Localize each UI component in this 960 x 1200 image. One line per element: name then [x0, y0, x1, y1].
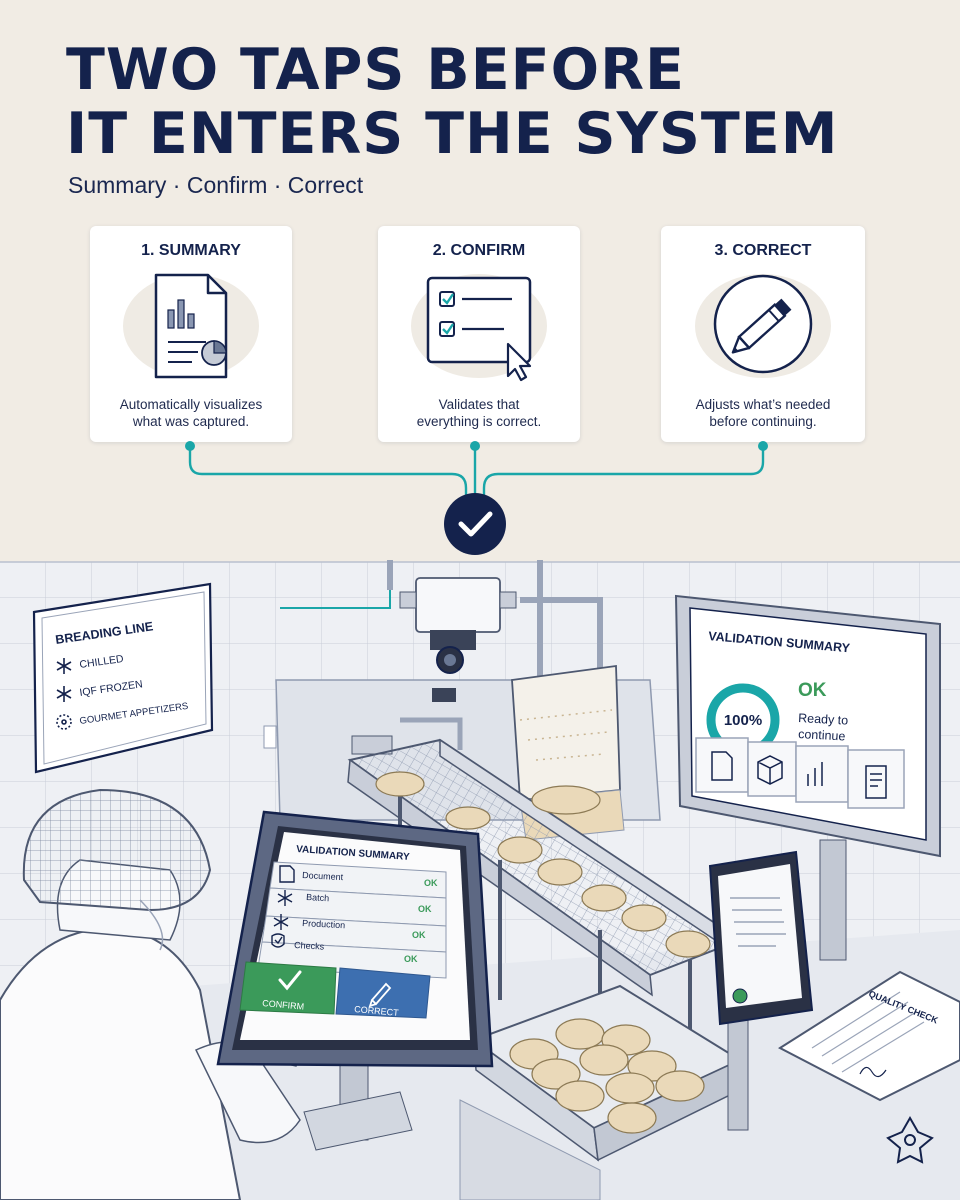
snowflake-icon: [56, 686, 72, 702]
clipboard-title: QUALITY CHECK: [867, 989, 940, 1026]
correct-button[interactable]: CORRECT: [354, 1004, 400, 1018]
connector-dot: [758, 441, 768, 451]
desc-line: before continuing.: [709, 414, 817, 429]
connector-dot: [185, 441, 195, 451]
mobile-scanner: [708, 850, 814, 1131]
breaded-items: [375, 771, 711, 958]
tablet-row-label: Document: [302, 870, 344, 882]
snowflake-icon: [277, 890, 293, 906]
sign-item: CHILLED: [79, 653, 125, 671]
monitor-status-line: Ready to: [798, 711, 849, 728]
report-chart-icon: [123, 273, 259, 379]
pencil-icon: [695, 274, 831, 378]
pencil-icon: [368, 982, 392, 1008]
step-card-summary: 1. SUMMARY Automatically visualizes what…: [90, 226, 292, 442]
checkmark-badge-icon: [444, 493, 506, 555]
sign-item: GOURMET APPETIZERS: [79, 701, 189, 727]
worker-figure: [0, 788, 313, 1200]
desc-line: Adjusts what’s needed: [695, 397, 831, 412]
scene-labels: BREADING LINE CHILLED IQF FROZEN GOURMET…: [54, 619, 940, 1026]
tablet-row-label: Production: [302, 918, 345, 930]
tablet-row-status: OK: [418, 904, 432, 914]
step-card-confirm: 2. CONFIRM Validates that everything is …: [378, 226, 580, 442]
monitor-percent: 100%: [724, 712, 762, 729]
monitor-status: OK: [798, 680, 827, 701]
brand-logo-icon: [886, 1115, 934, 1164]
desc-line: everything is correct.: [416, 414, 542, 429]
product-tray: [471, 984, 743, 1162]
monitor-status-line: continue: [798, 727, 846, 743]
connector-lines: [188, 446, 765, 498]
step-title: 3. CORRECT: [714, 242, 812, 259]
title-line-1: TWO TAPS BEFORE: [66, 37, 685, 103]
step-title: 1. SUMMARY: [141, 242, 241, 259]
tablet-row-status: OK: [404, 954, 418, 964]
camera-icon: [399, 577, 517, 674]
production-line-scene: [0, 560, 960, 1200]
snowflake-icon: [273, 914, 289, 930]
shield-check-icon: [271, 933, 285, 948]
tablet-title: VALIDATION SUMMARY: [296, 844, 411, 863]
box-icon: [757, 755, 783, 785]
gear-dots-icon: [56, 714, 72, 730]
sign-title: BREADING LINE: [54, 619, 154, 647]
desc-line: Automatically visualizes: [119, 397, 263, 412]
step-description: Automatically visualizes what was captur…: [100, 396, 282, 430]
checklist-cursor-icon: [411, 274, 547, 382]
page-title: TWO TAPS BEFORE IT ENTERS THE SYSTEM: [66, 38, 838, 166]
title-line-2: IT ENTERS THE SYSTEM: [66, 101, 839, 167]
step-card-correct: 3. CORRECT Adjusts what’s needed before …: [661, 226, 865, 442]
list-icon: [865, 765, 887, 799]
breading-line-sign: [32, 582, 214, 774]
monitor-title: VALIDATION SUMMARY: [708, 629, 851, 655]
tablet-row-label: Batch: [306, 892, 330, 903]
tablet-row-label: Checks: [294, 940, 325, 952]
snowflake-icon: [56, 658, 72, 674]
subtitle: Summary · Confirm · Correct: [68, 172, 364, 198]
connector-dot: [470, 441, 480, 451]
step-title: 2. CONFIRM: [432, 242, 526, 259]
step-description: Adjusts what’s needed before continuing.: [671, 396, 855, 430]
document-icon: [711, 751, 733, 781]
desc-line: what was captured.: [132, 414, 250, 429]
document-icon: [279, 865, 295, 883]
step-description: Validates that everything is correct.: [388, 396, 570, 430]
quality-check-clipboard: [777, 970, 960, 1102]
desc-line: Validates that: [438, 397, 520, 412]
sign-item: IQF FROZEN: [79, 678, 144, 699]
bar-chart-icon: [807, 762, 823, 786]
check-icon: [278, 970, 302, 991]
tablet-row-status: OK: [412, 930, 426, 940]
tablet-row-status: OK: [424, 878, 438, 888]
confirm-button[interactable]: CONFIRM: [262, 998, 305, 1012]
